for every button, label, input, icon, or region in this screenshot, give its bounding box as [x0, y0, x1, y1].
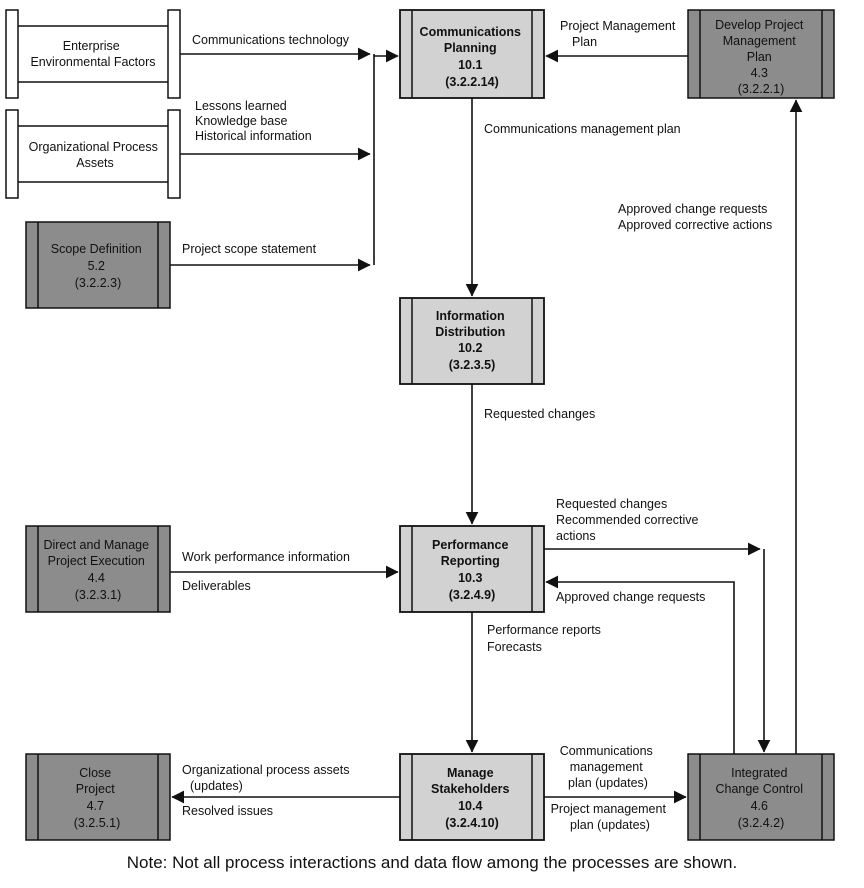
manage-stakeholders-text: Manage Stakeholders 10.4 (3.2.4.10)	[431, 766, 513, 830]
direct-and-manage-project-execution-text: Direct and Manage Project Execution 4.4 …	[43, 538, 152, 602]
label-lessons-learned: Lessons learned Knowledge base Historica…	[195, 99, 312, 143]
direct-and-manage-project-execution-box: Direct and Manage Project Execution 4.4 …	[25, 525, 171, 613]
information-distribution-box: Information Distribution 10.2 (3.2.3.5)	[399, 297, 545, 385]
communications-planning-text: Communications Planning 10.1 (3.2.2.14)	[420, 25, 525, 89]
scope-definition-box: Scope Definition 5.2 (3.2.2.3)	[25, 221, 171, 309]
communications-planning-box: Communications Planning 10.1 (3.2.2.14)	[399, 9, 545, 99]
enterprise-environmental-factors-text: Enterprise Environmental Factors	[30, 39, 155, 69]
label-work-performance-information: Work performance information	[182, 550, 350, 564]
label-communications-technology: Communications technology	[192, 33, 350, 47]
label-project-scope-statement: Project scope statement	[182, 242, 317, 256]
label-requested-recommended: Requested changes Recommended corrective…	[556, 497, 702, 543]
close-project-text: Close Project 4.7 (3.2.5.1)	[74, 766, 121, 830]
label-requested-changes: Requested changes	[484, 407, 595, 421]
label-communications-management-plan-updates: Communications management plan (updates)	[560, 744, 657, 790]
connector-lines	[170, 47, 803, 804]
label-approved-change-requests: Approved change requests	[556, 590, 705, 604]
integrated-change-control-text: Integrated Change Control 4.6 (3.2.4.2)	[715, 766, 806, 830]
organizational-process-assets-box: Organizational Process Assets	[5, 109, 181, 199]
label-organizational-process-assets-updates: Organizational process assets (updates)	[182, 763, 353, 793]
organizational-process-assets-text: Organizational Process Assets	[29, 140, 162, 170]
label-project-management-plan: Project Management Plan	[560, 19, 679, 49]
develop-project-management-plan-box: Develop Project Management Plan 4.3 (3.2…	[687, 9, 835, 99]
manage-stakeholders-box: Manage Stakeholders 10.4 (3.2.4.10)	[399, 753, 545, 841]
close-project-box: Close Project 4.7 (3.2.5.1)	[25, 753, 171, 841]
arrow-approved-change-requests	[545, 575, 735, 754]
label-project-management-plan-updates: Project management plan (updates)	[551, 802, 670, 832]
enterprise-environmental-factors-box: Enterprise Environmental Factors	[5, 9, 181, 99]
develop-project-management-plan-text: Develop Project Management Plan 4.3 (3.2…	[715, 18, 807, 96]
integrated-change-control-box: Integrated Change Control 4.6 (3.2.4.2)	[687, 753, 835, 841]
label-deliverables: Deliverables	[182, 579, 251, 593]
scope-definition-text: Scope Definition 5.2 (3.2.2.3)	[51, 242, 146, 290]
label-resolved-issues: Resolved issues	[182, 804, 273, 818]
information-distribution-text: Information Distribution 10.2 (3.2.3.5)	[435, 309, 509, 372]
performance-reporting-box: Performance Reporting 10.3 (3.2.4.9)	[399, 525, 545, 613]
performance-reporting-text: Performance Reporting 10.3 (3.2.4.9)	[432, 538, 512, 602]
footnote: Note: Not all process interactions and d…	[127, 853, 737, 872]
label-performance-reports: Performance reports Forecasts	[487, 623, 604, 654]
label-communications-management-plan: Communications management plan	[484, 122, 681, 136]
label-approved-change-actions: Approved change requests Approved correc…	[618, 202, 772, 232]
